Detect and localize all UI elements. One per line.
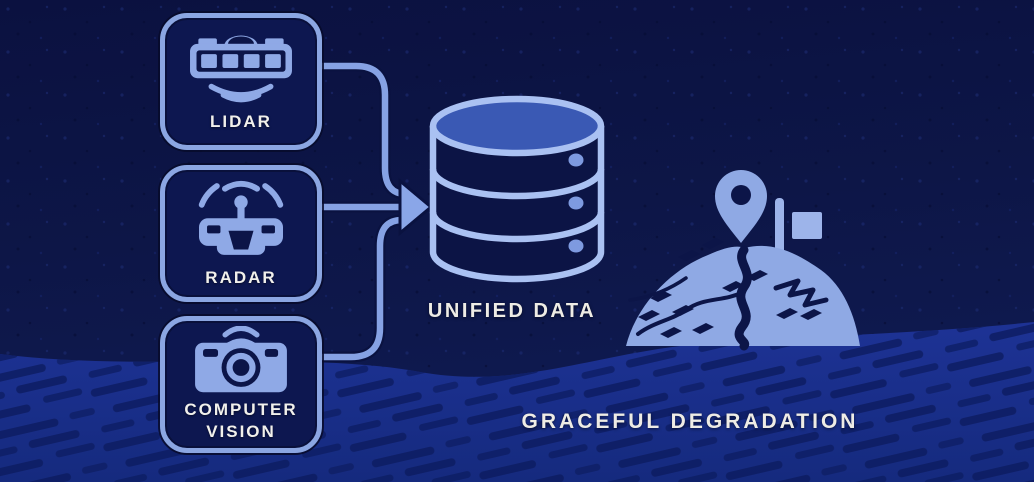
sensor-box-radar: RADAR (160, 165, 322, 302)
sensor-box-computer-vision: COMPUTER VISION (160, 316, 322, 453)
lidar-sensor-icon (190, 35, 292, 103)
sensor-label-computer-vision: COMPUTER VISION (184, 399, 298, 441)
graceful-degradation-label: GRACEFUL DEGRADATION (521, 410, 859, 433)
sensor-box-lidar: LIDAR (160, 13, 322, 150)
location-pin-icon (715, 170, 767, 243)
terrain-map-icon (626, 170, 860, 351)
sensor-label-radar: RADAR (205, 267, 277, 287)
camera-icon (195, 325, 287, 393)
sensor-label-lidar: LIDAR (210, 111, 272, 131)
radar-sensor-icon (198, 180, 284, 255)
unified-data-label: UNIFIED DATA (427, 300, 597, 322)
database-icon (429, 95, 605, 283)
flow-connector (314, 60, 434, 363)
arrowhead-icon (398, 177, 434, 237)
flag-icon (775, 198, 822, 260)
